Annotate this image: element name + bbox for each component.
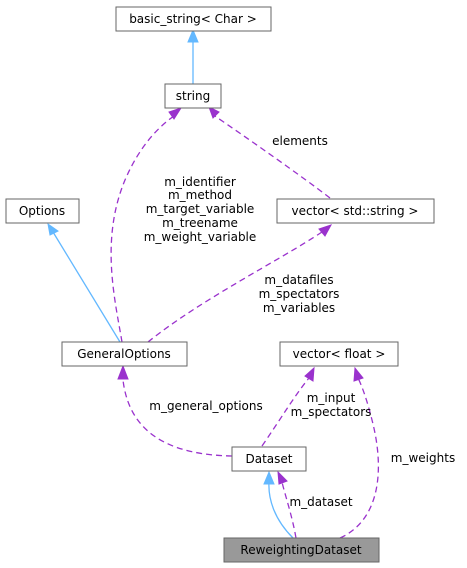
label-m-method: m_method <box>168 188 232 202</box>
node-dataset[interactable]: Dataset <box>231 446 307 472</box>
edge-general-options-inherits-options <box>47 222 121 343</box>
label-m-weight-variable: m_weight_variable <box>144 230 257 244</box>
node-general-options-label: GeneralOptions <box>77 347 171 361</box>
node-basic-string[interactable]: basic_string< Char > <box>115 6 272 32</box>
label-m-spectators-general: m_spectators <box>259 287 340 301</box>
node-dataset-label: Dataset <box>246 452 293 466</box>
label-m-target-variable: m_target_variable <box>146 202 255 216</box>
label-m-identifier: m_identifier <box>164 175 236 189</box>
edge-reweighting-inherits-dataset <box>263 470 294 539</box>
label-m-dataset: m_dataset <box>289 495 352 509</box>
label-elements: elements <box>272 134 328 148</box>
node-string-label: string <box>176 89 210 103</box>
edge-reweighting-dataset-usage <box>277 470 297 539</box>
edge-reweighting-vector-float <box>339 366 380 539</box>
edge-string-inherits-basic-string <box>187 28 199 84</box>
label-m-input: m_input <box>307 391 356 405</box>
node-vector-string-label: vector< std::string > <box>292 204 419 218</box>
label-m-spectators-dataset: m_spectators <box>291 405 372 419</box>
node-basic-string-label: basic_string< Char > <box>129 12 257 26</box>
node-string[interactable]: string <box>164 83 222 109</box>
edge-general-options-vector-string <box>147 224 333 343</box>
node-reweighting-dataset[interactable]: ReweightingDataset <box>223 537 380 563</box>
label-m-treename: m_treename <box>162 216 238 230</box>
node-reweighting-dataset-label: ReweightingDataset <box>240 543 361 557</box>
edge-dataset-general-options <box>117 364 233 457</box>
node-general-options[interactable]: GeneralOptions <box>61 341 188 367</box>
node-options[interactable]: Options <box>5 198 80 224</box>
node-vector-float[interactable]: vector< float > <box>279 341 399 367</box>
node-vector-float-label: vector< float > <box>293 347 386 361</box>
edge-dataset-vector-float <box>261 366 315 447</box>
label-m-variables: m_variables <box>263 301 335 315</box>
edge-vector-string-elements <box>208 105 331 199</box>
label-m-weights: m_weights <box>391 451 455 465</box>
node-vector-string[interactable]: vector< std::string > <box>276 198 435 224</box>
edge-general-options-string <box>110 107 183 343</box>
label-m-general-options: m_general_options <box>149 399 263 413</box>
label-m-datafiles: m_datafiles <box>264 273 333 287</box>
node-options-label: Options <box>19 204 65 218</box>
